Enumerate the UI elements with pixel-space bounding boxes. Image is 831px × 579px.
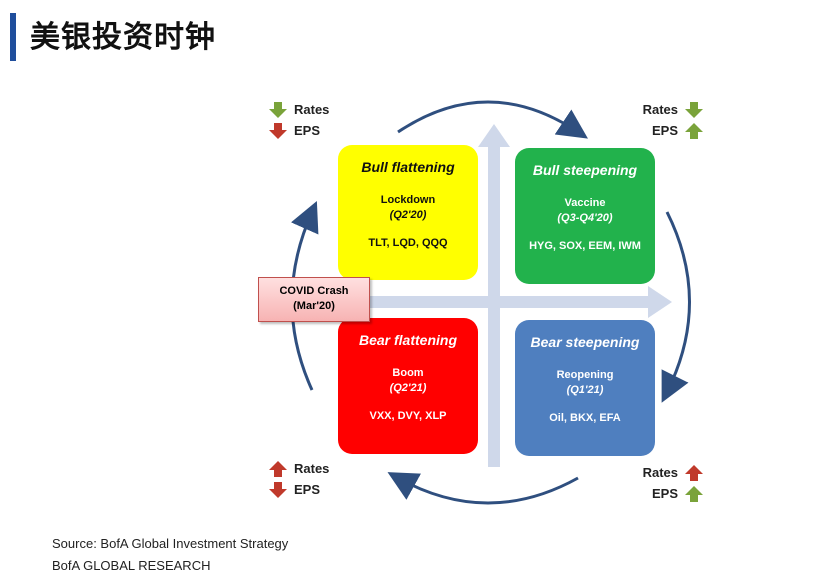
- legend-top-left: Rates EPS: [268, 99, 329, 141]
- quadrant-date: (Q3-Q4'20): [557, 212, 613, 224]
- quadrant-bear-steepening: Bear steepening Reopening (Q1'21) Oil, B…: [515, 320, 655, 456]
- rates-label: Rates: [642, 465, 678, 480]
- rates-down-arrow-icon: [685, 101, 703, 118]
- quadrant-title: Bull flattening: [361, 159, 455, 175]
- quadrant-bull-flattening: Bull flattening Lockdown (Q2'20) TLT, LQ…: [338, 145, 478, 280]
- eps-up-arrow-icon: [685, 485, 703, 502]
- rates-up-arrow-icon: [685, 464, 703, 481]
- quadrant-subtitle: Boom: [392, 367, 424, 379]
- legend-top-right: Rates EPS: [622, 99, 704, 141]
- quadrant-bear-flattening: Bear flattening Boom (Q2'21) VXX, DVY, X…: [338, 318, 478, 454]
- legend-bottom-left: Rates EPS: [268, 458, 329, 500]
- eps-label: EPS: [651, 486, 678, 501]
- covid-crash-callout: COVID Crash (Mar'20): [258, 277, 370, 322]
- source-note: Source: BofA Global Investment Strategy …: [52, 533, 288, 577]
- rates-label: Rates: [294, 461, 330, 476]
- eps-down-arrow-icon: [269, 122, 287, 139]
- quadrant-title: Bear flattening: [358, 332, 457, 348]
- rates-label: Rates: [642, 102, 678, 117]
- rates-up-arrow-icon: [269, 460, 287, 477]
- quadrant-bull-steepening: Bull steepening Vaccine (Q3-Q4'20) HYG, …: [515, 148, 655, 284]
- quadrant-date: (Q2'21): [389, 382, 427, 394]
- quadrant-subtitle: Lockdown: [380, 194, 436, 206]
- legend-bottom-right: Rates EPS: [622, 462, 704, 504]
- quadrant-title: Bear steepening: [530, 334, 640, 350]
- eps-label: EPS: [294, 123, 321, 138]
- eps-label: EPS: [294, 482, 321, 497]
- quadrant-date: (Q1'21): [566, 384, 604, 396]
- eps-label: EPS: [651, 123, 678, 138]
- quadrant-tickers: TLT, LQD, QQQ: [368, 237, 448, 249]
- eps-down-arrow-icon: [269, 481, 287, 498]
- quadrant-tickers: VXX, DVY, XLP: [369, 410, 447, 422]
- source-line: Source: BofA Global Investment Strategy: [52, 536, 289, 551]
- covid-date: (Mar'20): [293, 300, 335, 312]
- quadrant-date: (Q2'20): [389, 209, 427, 221]
- rates-label: Rates: [294, 102, 330, 117]
- cycle-arrow-bottom: [387, 472, 579, 505]
- quadrant-subtitle: Reopening: [556, 369, 614, 381]
- rates-down-arrow-icon: [269, 101, 287, 118]
- quadrant-subtitle: Vaccine: [564, 197, 606, 209]
- quadrant-title: Bull steepening: [532, 162, 638, 178]
- page-title: 美银投资时钟: [30, 20, 216, 55]
- publisher-line: BofA GLOBAL RESEARCH: [52, 558, 211, 573]
- covid-label: COVID Crash: [279, 285, 349, 297]
- quadrant-tickers: HYG, SOX, EEM, IWM: [529, 240, 641, 252]
- quadrant-tickers: Oil, BKX, EFA: [549, 412, 621, 424]
- eps-up-arrow-icon: [685, 122, 703, 139]
- horizontal-axis: [310, 286, 672, 318]
- cycle-arrow-right: [661, 211, 691, 403]
- vertical-axis: [478, 124, 510, 467]
- cycle-arrow-top: [397, 100, 588, 139]
- title-accent-bar: [10, 13, 16, 61]
